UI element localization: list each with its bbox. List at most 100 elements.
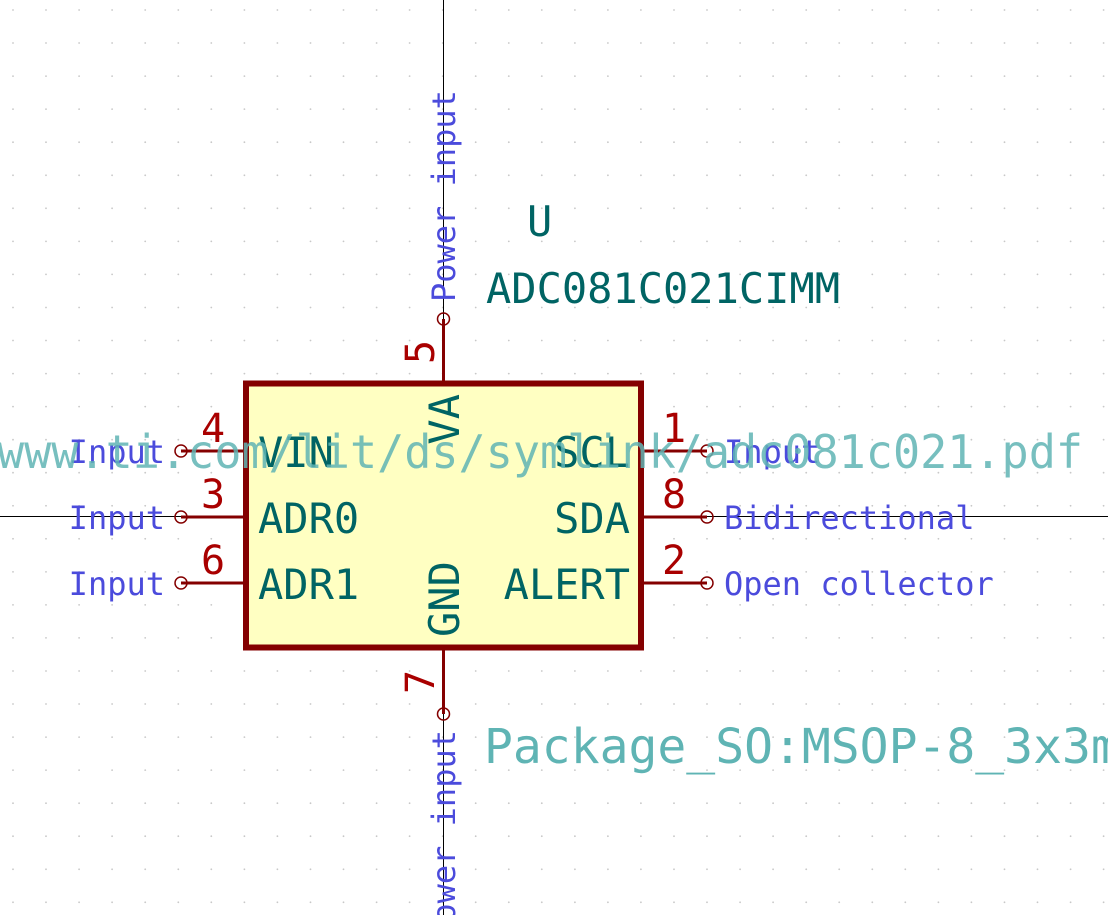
pin-endpoint-circle[interactable] <box>700 576 714 590</box>
grid-dot <box>12 471 14 474</box>
grid-dot <box>309 339 312 342</box>
grid-dot <box>871 141 874 144</box>
grid-dot <box>871 306 874 309</box>
grid-dot <box>937 75 940 77</box>
grid-dot <box>904 240 907 243</box>
grid-dot <box>739 802 741 805</box>
grid-dot <box>375 42 378 44</box>
grid-dot <box>673 736 675 738</box>
grid-dot <box>111 273 113 276</box>
grid-dot <box>937 571 940 573</box>
grid-dot <box>408 339 411 342</box>
grid-dot <box>210 306 213 309</box>
grid-dot <box>12 901 14 904</box>
grid-dot <box>45 835 47 838</box>
grid-dot <box>970 670 973 672</box>
grid-dot <box>937 736 940 738</box>
reference-designator[interactable]: U <box>527 197 552 246</box>
grid-dot <box>772 637 774 639</box>
grid-dot <box>276 835 279 838</box>
grid-dot <box>871 9 874 11</box>
grid-dot <box>408 9 411 11</box>
grid-dot <box>805 240 808 243</box>
grid-dot <box>12 405 14 408</box>
grid-dot <box>474 372 477 375</box>
value-field[interactable]: ADC081C021CIMM <box>486 264 840 313</box>
grid-dot <box>574 306 576 309</box>
grid-dot <box>937 901 940 904</box>
grid-dot <box>375 901 378 904</box>
grid-dot <box>243 835 246 838</box>
grid-dot <box>507 835 510 838</box>
grid-dot <box>838 273 841 276</box>
component-body[interactable] <box>243 380 644 651</box>
grid-dot <box>640 141 642 144</box>
pin-name: VIN <box>258 428 334 477</box>
pin-endpoint-circle[interactable] <box>174 510 188 524</box>
pin-endpoint-circle[interactable] <box>700 510 714 524</box>
grid-dot <box>111 868 113 871</box>
grid-dot <box>111 537 113 540</box>
grid-dot <box>904 273 907 276</box>
grid-dot <box>177 504 180 507</box>
pin-endpoint-circle[interactable] <box>436 707 451 721</box>
grid-dot <box>375 306 378 309</box>
grid-dot <box>1069 240 1072 243</box>
grid-dot <box>673 240 675 243</box>
grid-dot <box>78 802 80 805</box>
grid-dot <box>243 207 246 210</box>
grid-dot <box>904 141 907 144</box>
grid-dot <box>1102 769 1105 771</box>
grid-dot <box>574 769 576 771</box>
grid-dot <box>1069 571 1072 573</box>
grid-dot <box>970 835 973 838</box>
grid-dot <box>1003 273 1006 276</box>
grid-dot <box>838 207 841 210</box>
grid-dot <box>78 207 80 210</box>
grid-dot <box>739 868 741 871</box>
grid-dot <box>342 273 345 276</box>
pin-endpoint-circle[interactable] <box>174 444 188 458</box>
grid-dot <box>1069 504 1072 507</box>
grid-dot <box>210 273 213 276</box>
grid-dot <box>177 703 180 705</box>
grid-dot <box>177 769 180 771</box>
pin-endpoint-circle[interactable] <box>174 576 188 590</box>
pin-name: ALERT <box>504 560 630 609</box>
grid-dot <box>607 868 609 871</box>
grid-dot <box>937 802 940 805</box>
footprint-field[interactable]: Package_SO:MSOP-8_3x3mm_P0.65mm <box>484 719 1108 775</box>
pin-type-label: Open collector <box>724 565 994 603</box>
grid-dot <box>177 240 180 243</box>
grid-dot <box>12 438 14 441</box>
grid-dot <box>507 372 510 375</box>
grid-dot <box>1102 802 1105 805</box>
grid-dot <box>574 835 576 838</box>
grid-dot <box>607 108 609 110</box>
grid-dot <box>937 504 940 507</box>
pin-endpoint-circle[interactable] <box>700 444 714 458</box>
grid-dot <box>78 42 80 44</box>
grid-dot <box>177 339 180 342</box>
grid-dot <box>144 438 147 441</box>
grid-dot <box>706 75 708 77</box>
pin-endpoint-circle[interactable] <box>436 312 451 326</box>
grid-dot <box>45 273 47 276</box>
grid-dot <box>706 670 708 672</box>
grid-dot <box>904 75 907 77</box>
grid-dot <box>1069 604 1072 606</box>
datasheet-field[interactable]: www.ti.com/lit/ds/symlink/adc081c021.pdf <box>0 425 1083 479</box>
grid-dot <box>1003 703 1006 705</box>
grid-dot <box>838 769 841 771</box>
grid-dot <box>375 868 378 871</box>
grid-dot <box>144 372 147 375</box>
grid-dot <box>1036 273 1039 276</box>
